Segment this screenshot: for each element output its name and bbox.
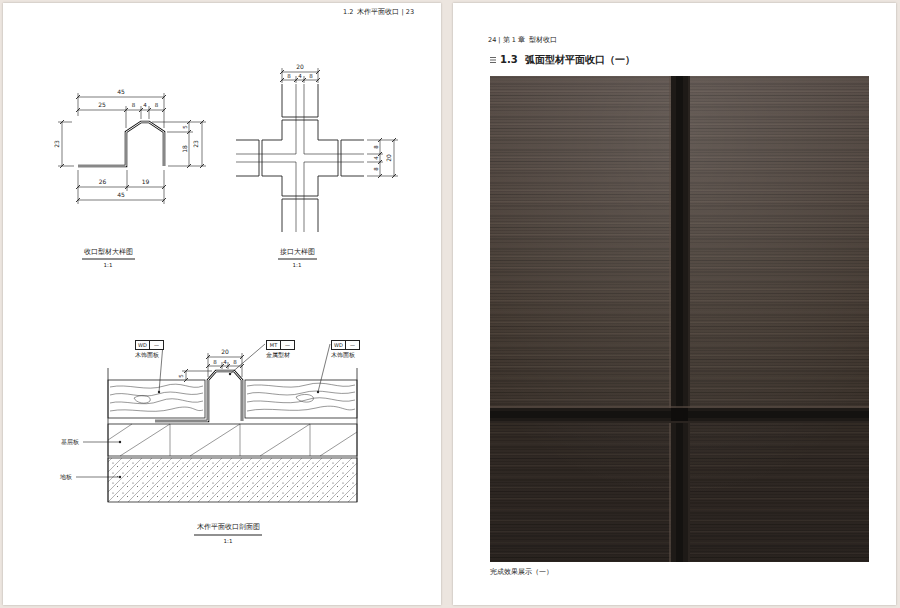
tag-code: WD bbox=[332, 341, 345, 349]
dimension-label: 1:1 bbox=[293, 262, 302, 268]
dimension-label: 25 bbox=[98, 102, 106, 109]
material-name: 木饰面板 bbox=[331, 351, 360, 359]
dimension-label: 20 bbox=[296, 64, 304, 71]
dimension-label: 8 bbox=[373, 145, 379, 149]
title-marker bbox=[490, 57, 496, 63]
dimension-label: 19 bbox=[142, 179, 150, 186]
photo-caption: 完成效果展示（一） bbox=[490, 569, 553, 576]
dimension-label: 接口大样图 bbox=[280, 248, 315, 256]
dimension-label: 8 bbox=[213, 358, 217, 364]
dimension-label: 5 bbox=[178, 374, 184, 378]
dimension-label: 1:1 bbox=[104, 262, 113, 268]
material-tag: MT—金属型材 bbox=[266, 340, 295, 359]
tag-box: MT— bbox=[266, 340, 295, 350]
dimension-label: 24 | 第 1 章 型材收口 bbox=[488, 37, 557, 44]
tag-box: WD— bbox=[331, 340, 360, 350]
dimension-label: 8 bbox=[233, 358, 237, 364]
dimension-label: 4 bbox=[223, 358, 227, 364]
section-detail bbox=[76, 344, 357, 535]
material-tag: WD—木饰面板 bbox=[135, 340, 164, 359]
tag-code: WD bbox=[136, 341, 149, 349]
dimension-label: 4 bbox=[143, 102, 147, 108]
dimension-label: 20 bbox=[386, 154, 393, 162]
dimension-label: 8 bbox=[287, 73, 291, 79]
dimension-label: 1.2 木作平面收口 | 23 bbox=[343, 9, 414, 16]
dimension-label: 20 bbox=[221, 349, 229, 356]
tag-box: WD— bbox=[135, 340, 164, 350]
profile-detail bbox=[58, 93, 206, 259]
dimension-label: 木作平面收口剖面图 bbox=[197, 523, 260, 531]
tag-code: MT bbox=[267, 341, 280, 349]
dimension-label: 23 bbox=[193, 140, 200, 148]
dimension-label: 1:1 bbox=[224, 538, 233, 544]
joint-detail bbox=[236, 68, 398, 259]
tag-code: — bbox=[280, 341, 294, 349]
material-name: 金属型材 bbox=[266, 351, 295, 359]
dimension-label: 4 bbox=[373, 156, 379, 160]
dimension-label: 45 bbox=[117, 89, 125, 96]
finish-photo bbox=[490, 76, 869, 562]
dimension-label: 8 bbox=[309, 73, 313, 79]
dimension-label: 8 bbox=[155, 102, 159, 108]
dimension-label: 基层板 bbox=[61, 439, 79, 446]
dimension-label: 5 bbox=[182, 125, 188, 129]
material-tag: WD—木饰面板 bbox=[331, 340, 360, 359]
dimension-label: 45 bbox=[117, 192, 125, 199]
dimension-label: 收口型材大样图 bbox=[84, 248, 133, 256]
left-page bbox=[3, 3, 441, 605]
dimension-label: 23 bbox=[54, 140, 61, 148]
section-title: 1.3 弧面型材平面收口（一） bbox=[500, 54, 635, 66]
tag-code: — bbox=[149, 341, 163, 349]
dimension-label: 8 bbox=[373, 167, 379, 171]
material-name: 木饰面板 bbox=[135, 351, 164, 359]
dimension-label: 8 bbox=[132, 102, 136, 108]
dimension-label: 26 bbox=[99, 179, 107, 186]
dimension-label: 18 bbox=[182, 145, 189, 153]
dimension-label: 4 bbox=[298, 73, 302, 79]
tag-code: — bbox=[345, 341, 359, 349]
dimension-label: 地板 bbox=[60, 474, 72, 481]
